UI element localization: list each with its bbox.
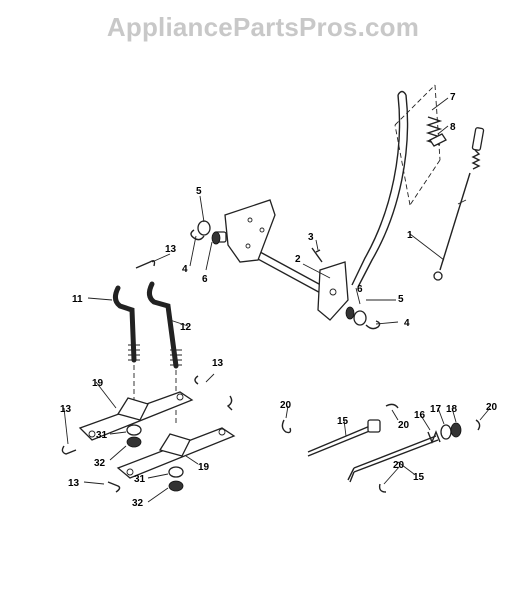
leader-lines: [63, 97, 491, 503]
callout-20-left: 20: [280, 400, 292, 411]
callout-19-lower: 19: [198, 462, 210, 473]
callout-4-right: 4: [404, 318, 410, 329]
callout-3: 3: [308, 232, 314, 243]
knob-part-8: [429, 133, 447, 147]
clip-part-20-b: [385, 403, 399, 409]
clip-part-20-d: [378, 483, 387, 493]
callout-13-right: 13: [212, 358, 224, 369]
callout-13-left: 13: [60, 404, 72, 415]
bolt-part-3: [311, 247, 323, 263]
hanger-bracket-part-19-upper: [78, 391, 194, 441]
callout-18: 18: [446, 404, 458, 415]
callout-6-left: 6: [202, 274, 208, 285]
callout-1: 1: [407, 230, 413, 241]
callout-16: 16: [414, 410, 426, 421]
clip-part-20-c: [475, 419, 481, 431]
washer-part-6-left: [211, 231, 221, 245]
callout-20-right: 20: [486, 402, 498, 413]
callout-13-bottom: 13: [68, 478, 80, 489]
cotter-pin-part-13-left: [61, 445, 77, 455]
washer-part-17: [440, 424, 452, 440]
nut-part-32-lower: [168, 480, 184, 492]
callout-6-right: 6: [357, 284, 363, 295]
washer-part-6-right: [345, 306, 355, 320]
rod-part-15-upper: [307, 419, 381, 457]
cotter-pin-part-13-bottom: [107, 481, 121, 493]
callout-7: 7: [450, 92, 456, 103]
callout-31-upper: 31: [96, 430, 108, 441]
callout-15-lower: 15: [413, 472, 425, 483]
nut-part-18: [450, 422, 462, 438]
watermark: AppliancePartsPros.com: [106, 12, 420, 42]
lift-link-part-12: [146, 281, 182, 369]
washer-part-5-right: [353, 310, 367, 326]
callout-17: 17: [430, 404, 442, 415]
washer-part-31-lower: [168, 466, 184, 478]
hanger-bracket-part-19-lower: [116, 427, 236, 479]
callout-32-lower: 32: [132, 498, 144, 509]
lift-handle: [351, 90, 409, 288]
clip-part-4-right: [365, 320, 381, 330]
callout-32-upper: 32: [94, 458, 106, 469]
clip-part-4-left: [190, 229, 205, 241]
callout-5-right: 5: [398, 294, 404, 305]
callout-4-left: 4: [182, 264, 188, 275]
lever-arm-right: [317, 261, 349, 321]
cotter-pin-part-13-right: [194, 375, 233, 411]
callout-11: 11: [72, 294, 83, 305]
handle-grip-dashed: [394, 84, 441, 206]
callout-8: 8: [450, 122, 456, 133]
callout-13-top: 13: [165, 244, 177, 255]
callout-20-middle: 20: [398, 420, 410, 431]
nut-part-32-upper: [126, 436, 142, 448]
callout-19-upper: 19: [92, 378, 104, 389]
callout-15-upper: 15: [337, 416, 349, 427]
cable-part-1: [433, 127, 485, 281]
callout-20-lower: 20: [393, 460, 405, 471]
callout-2: 2: [295, 254, 301, 265]
cotter-pin-part-13-top: [135, 259, 156, 269]
callout-5-left: 5: [196, 186, 202, 197]
clip-part-20-a: [281, 419, 292, 434]
lift-link-part-11: [112, 285, 140, 363]
callout-12: 12: [180, 322, 192, 333]
washer-part-31-upper: [126, 424, 142, 436]
rod-part-15-lower: [347, 435, 439, 483]
mounting-bracket: [224, 199, 276, 263]
spring-part-16: [427, 430, 441, 444]
washer-part-5-left: [197, 220, 211, 236]
callout-31-lower: 31: [134, 474, 146, 485]
